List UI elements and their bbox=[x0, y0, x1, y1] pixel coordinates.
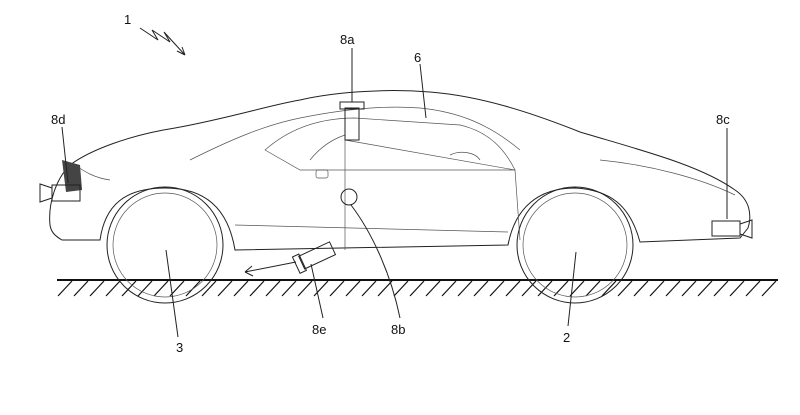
ground-hatch-line bbox=[697, 280, 713, 297]
ground-hatch-line bbox=[185, 280, 201, 297]
ground-hatch-line bbox=[393, 280, 409, 297]
ground-hatch-line bbox=[345, 280, 361, 297]
label-rear-wheel: 3 bbox=[176, 340, 183, 355]
ground-hatch-line bbox=[281, 280, 297, 297]
ground-hatch-line bbox=[441, 280, 457, 297]
ground-hatch-line bbox=[489, 280, 505, 297]
ground-hatch-line bbox=[457, 280, 473, 297]
ground-hatch-line bbox=[425, 280, 441, 297]
ground-hatch-line bbox=[649, 280, 665, 297]
ground-hatch-line bbox=[681, 280, 697, 297]
label-roof: 6 bbox=[414, 50, 421, 65]
ground-hatch-line bbox=[153, 280, 169, 297]
ground-hatch-line bbox=[521, 280, 537, 297]
ground-hatch-line bbox=[585, 280, 601, 297]
ground-hatch-line bbox=[233, 280, 249, 297]
ground-hatch-line bbox=[601, 280, 617, 297]
ground-hatch-line bbox=[505, 280, 521, 297]
ground-hatch-line bbox=[121, 280, 137, 297]
ground-hatch-line bbox=[137, 280, 153, 297]
label-camera-underbody: 8e bbox=[312, 322, 326, 337]
label-camera-front: 8c bbox=[716, 112, 730, 127]
camera-rear-icon bbox=[39, 183, 81, 203]
ground-hatch-line bbox=[633, 280, 649, 297]
ground-hatch-line bbox=[57, 280, 73, 297]
ground-hatch-line bbox=[665, 280, 681, 297]
ground-hatch-line bbox=[313, 280, 329, 297]
ground-hatch-line bbox=[377, 280, 393, 297]
ground-hatch-line bbox=[329, 280, 345, 297]
camera-front-icon bbox=[711, 219, 753, 239]
ground-hatch-line bbox=[569, 280, 585, 297]
label-camera-rear: 8d bbox=[51, 112, 65, 127]
camera-underbody-icon bbox=[291, 241, 337, 274]
ground-hatch-line bbox=[729, 280, 745, 297]
ground-hatch-line bbox=[105, 280, 121, 297]
front-wheel bbox=[516, 186, 634, 304]
car-body bbox=[49, 90, 751, 251]
ground-hatch-line bbox=[249, 280, 265, 297]
ground bbox=[57, 279, 778, 297]
ground-hatch-line bbox=[201, 280, 217, 297]
camera-door-icon bbox=[340, 188, 358, 206]
camera-roof-icon bbox=[339, 101, 365, 141]
ground-hatch-line bbox=[409, 280, 425, 297]
ground-hatch-line bbox=[89, 280, 105, 297]
rear-wheel bbox=[106, 186, 224, 304]
ground-hatch-line bbox=[265, 280, 281, 297]
label-camera-door: 8b bbox=[391, 322, 405, 337]
ground-hatch-line bbox=[297, 280, 313, 297]
label-vehicle: 1 bbox=[124, 12, 131, 27]
ground-hatch-line bbox=[473, 280, 489, 297]
ground-hatch-line bbox=[217, 280, 233, 297]
leader-lines bbox=[61, 27, 728, 338]
ground-hatch-line bbox=[617, 280, 633, 297]
label-front-wheel: 2 bbox=[563, 330, 570, 345]
label-camera-roof: 8a bbox=[340, 32, 355, 47]
ground-hatch-line bbox=[537, 280, 553, 297]
ground-hatch-line bbox=[713, 280, 729, 297]
ground-hatch-line bbox=[361, 280, 377, 297]
ground-hatch-line bbox=[73, 280, 89, 297]
ground-hatch-line bbox=[745, 280, 761, 297]
underbody-view-arrow bbox=[244, 261, 297, 277]
ground-hatch-line bbox=[761, 280, 777, 297]
